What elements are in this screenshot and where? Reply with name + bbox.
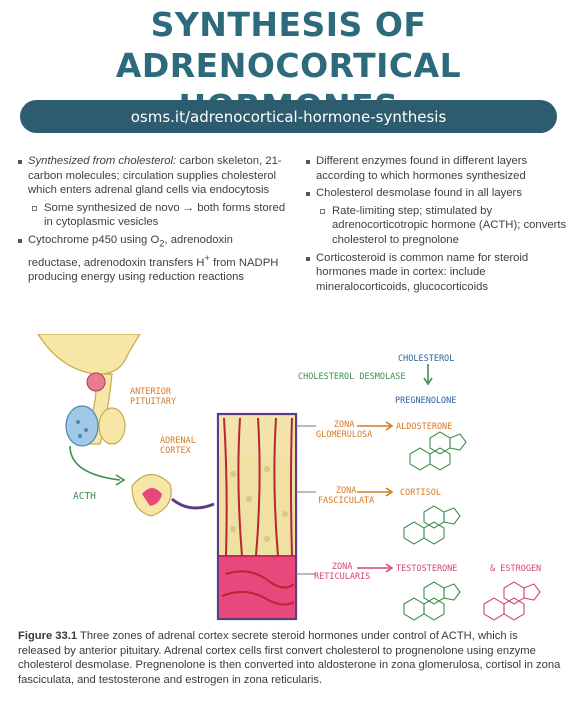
title-line-1: SYNTHESIS OF ADRENOCORTICAL — [115, 5, 462, 85]
cell-dots — [230, 466, 288, 542]
adrenal-medulla — [142, 488, 162, 506]
list-item: Cytochrome p450 using O2, adrenodoxin re… — [18, 233, 286, 285]
bullet-text: carbon skeleton, 21-carbon molecules; ci… — [28, 155, 282, 197]
estrogen-structure — [483, 581, 541, 621]
posterior-pituitary-shape — [98, 407, 126, 445]
bullet-emphasis: Synthesized from cholesterol: — [28, 155, 177, 167]
zoom-line — [171, 497, 215, 510]
bullet-text: from NADPH producing energy using reduct… — [28, 256, 279, 284]
subscript: 2 — [159, 237, 165, 249]
cortisol-structure — [403, 505, 461, 545]
acth-arrow — [69, 445, 121, 481]
caption-text: Three zones of adrenal cortex secrete st… — [18, 630, 561, 686]
testosterone-label: TESTOSTERONE — [396, 564, 458, 574]
hypothalamus-shape — [37, 334, 141, 375]
sub-list-item: Rate-limiting step; stimulated by adreno… — [306, 204, 568, 248]
pregnenolone-label: PREGNENOLONE — [395, 396, 457, 406]
list-item: Different enzymes found in different lay… — [306, 154, 568, 183]
glomerulosa-layer — [219, 416, 295, 456]
desmolase-label: CHOLESTEROL DESMOLASE — [298, 372, 406, 382]
cholesterol-label: CHOLESTEROL — [398, 354, 455, 364]
aldosterone-structure — [409, 431, 467, 471]
aldosterone-label: ALDOSTERONE — [396, 422, 453, 432]
list-item: Cholesterol desmolase found in all layer… — [306, 186, 568, 201]
list-item: Corticosteroid is common name for steroi… — [306, 251, 568, 295]
neuron-cluster — [86, 372, 106, 392]
sub-list-item: Some synthesized de novo → both forms st… — [18, 201, 286, 230]
blood-vessels — [221, 417, 295, 606]
cortisol-label: CORTISOL — [400, 488, 441, 498]
superscript: + — [204, 251, 210, 263]
url-link[interactable]: osms.it/adrenocortical-hormone-synthesis — [20, 100, 557, 133]
figure-caption: Figure 33.1 Three zones of adrenal corte… — [18, 629, 563, 687]
bullet-text: Cytochrome p450 using O — [28, 233, 160, 246]
right-column: Different enzymes found in different lay… — [306, 154, 568, 297]
anterior-pituitary-shape — [65, 405, 99, 447]
list-item: Synthesized from cholesterol: carbon ske… — [18, 154, 286, 198]
caption-label: Figure 33.1 — [18, 630, 78, 642]
testosterone-structure — [403, 581, 461, 621]
bullet-text: , adrenodoxin reductase, adrenodoxin tra… — [28, 233, 233, 269]
acth-label: ACTH — [73, 491, 96, 502]
diagram-illustration — [37, 334, 541, 621]
left-column: Synthesized from cholesterol: carbon ske… — [18, 154, 286, 288]
estrogen-label: & ESTROGEN — [490, 564, 542, 574]
